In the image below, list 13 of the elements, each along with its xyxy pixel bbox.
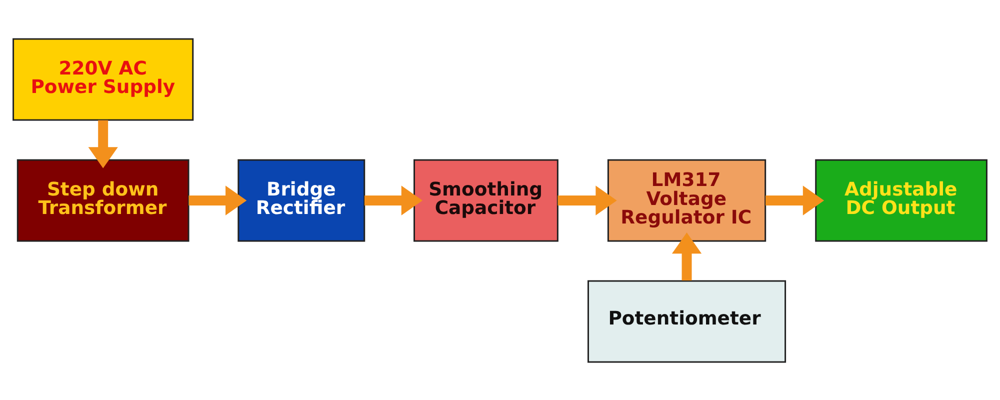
arrow [188,185,247,215]
arrow [672,232,702,280]
node-box: Smoothing Capacitor [414,158,558,242]
node-box: 220V AC Power Supply [12,38,194,120]
node-box: Potentiometer [588,280,786,362]
node-box: Step down Transformer [16,158,190,242]
arrow [364,185,423,215]
arrow [558,185,617,215]
node-box: Bridge Rectifier [238,158,366,242]
node-box: LM317 Voltage Regulator IC [607,158,766,242]
arrow [766,185,824,215]
node-box: Adjustable DC Output [815,158,988,242]
arrow [88,120,118,168]
